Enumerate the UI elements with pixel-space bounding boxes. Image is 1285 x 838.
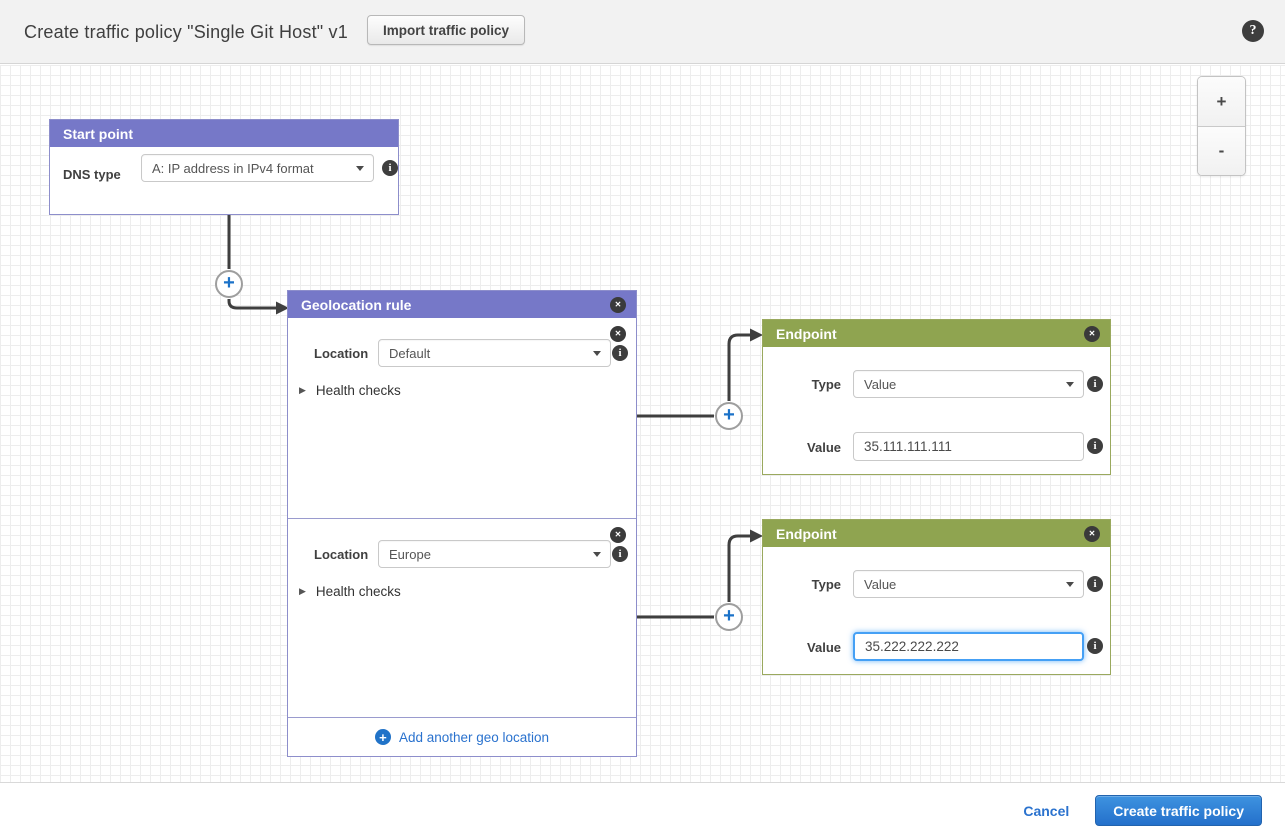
health-checks-toggle[interactable]: ▶ Health checks bbox=[299, 383, 401, 398]
close-icon[interactable]: ✕ bbox=[610, 296, 626, 313]
chevron-down-icon bbox=[1066, 582, 1074, 587]
zoom-in-button[interactable]: + bbox=[1198, 77, 1245, 126]
cancel-button[interactable]: Cancel bbox=[1023, 802, 1070, 819]
location-info-icon[interactable]: i bbox=[612, 345, 628, 361]
endpoint-type-select[interactable]: Value bbox=[853, 570, 1084, 598]
dns-type-select[interactable]: A: IP address in IPv4 format bbox=[141, 154, 374, 182]
chevron-down-icon bbox=[1066, 382, 1074, 387]
import-traffic-policy-button[interactable]: Import traffic policy bbox=[367, 15, 526, 45]
location-info-icon[interactable]: i bbox=[612, 546, 628, 562]
endpoint-type-select[interactable]: Value bbox=[853, 370, 1084, 398]
close-icon[interactable]: ✕ bbox=[610, 326, 626, 342]
zoom-controls: + - bbox=[1197, 76, 1246, 176]
geo-section-default: ✕ Location Default i ▶ Health checks bbox=[288, 318, 636, 518]
add-endpoint-connector-button-1[interactable]: + bbox=[715, 402, 743, 430]
endpoint-value-input-focused[interactable] bbox=[853, 632, 1084, 661]
add-geo-location-button[interactable]: + Add another geo location bbox=[288, 717, 636, 756]
endpoint-body: Type Value i Value i bbox=[763, 347, 1110, 475]
zoom-out-button[interactable]: - bbox=[1198, 126, 1245, 175]
top-header-bar: Create traffic policy "Single Git Host" … bbox=[0, 0, 1285, 64]
footer-action-bar: Cancel Create traffic policy bbox=[0, 782, 1285, 838]
location-select[interactable]: Europe bbox=[378, 540, 611, 568]
endpoint-node-2: Endpoint ✕ Type Value i Value i bbox=[762, 519, 1111, 675]
add-geo-location-label: Add another geo location bbox=[398, 729, 550, 745]
health-checks-toggle[interactable]: ▶ Health checks bbox=[299, 584, 401, 599]
create-traffic-policy-button[interactable]: Create traffic policy bbox=[1095, 795, 1262, 826]
page-title: Create traffic policy "Single Git Host" … bbox=[24, 22, 348, 42]
endpoint-value-input[interactable] bbox=[853, 432, 1084, 461]
value-info-icon[interactable]: i bbox=[1087, 438, 1103, 454]
location-label: Location bbox=[314, 547, 369, 562]
close-icon[interactable]: ✕ bbox=[610, 527, 626, 543]
value-info-icon[interactable]: i bbox=[1087, 638, 1103, 654]
health-checks-label: Health checks bbox=[315, 584, 401, 599]
health-checks-label: Health checks bbox=[315, 383, 401, 398]
location-select[interactable]: Default bbox=[378, 339, 611, 367]
type-label: Type bbox=[811, 577, 841, 592]
type-info-icon[interactable]: i bbox=[1087, 376, 1103, 392]
import-button-label: Import traffic policy bbox=[383, 22, 510, 38]
location-selected-value: Europe bbox=[389, 546, 431, 562]
type-info-icon[interactable]: i bbox=[1087, 576, 1103, 592]
start-point-header: Start point bbox=[50, 120, 398, 147]
geolocation-rule-title: Geolocation rule bbox=[301, 296, 412, 313]
chevron-down-icon bbox=[593, 552, 601, 557]
endpoint-title: Endpoint bbox=[776, 325, 837, 342]
endpoint-title: Endpoint bbox=[776, 525, 837, 542]
location-label: Location bbox=[314, 346, 369, 361]
plus-icon: + bbox=[374, 729, 391, 745]
endpoint-type-selected-value: Value bbox=[864, 576, 897, 592]
dns-type-info-icon[interactable]: i bbox=[382, 160, 398, 176]
start-point-node: Start point DNS type A: IP address in IP… bbox=[49, 119, 399, 215]
value-label: Value bbox=[807, 440, 841, 455]
geolocation-rule-header: Geolocation rule ✕ bbox=[288, 291, 636, 318]
value-label: Value bbox=[807, 640, 841, 655]
dns-type-selected-value: A: IP address in IPv4 format bbox=[152, 160, 314, 176]
chevron-down-icon bbox=[356, 166, 364, 171]
endpoint-body: Type Value i Value i bbox=[763, 547, 1110, 675]
endpoint-header: Endpoint ✕ bbox=[763, 520, 1110, 547]
start-point-body: DNS type A: IP address in IPv4 format i bbox=[50, 147, 398, 214]
endpoint-type-selected-value: Value bbox=[864, 376, 897, 392]
close-icon[interactable]: ✕ bbox=[1084, 325, 1100, 342]
chevron-right-icon: ▶ bbox=[299, 586, 306, 596]
create-button-label: Create traffic policy bbox=[1113, 802, 1244, 819]
add-rule-connector-button[interactable]: + bbox=[215, 270, 243, 298]
endpoint-header: Endpoint ✕ bbox=[763, 320, 1110, 347]
location-selected-value: Default bbox=[389, 345, 431, 361]
close-icon[interactable]: ✕ bbox=[1084, 525, 1100, 542]
geolocation-rule-node: Geolocation rule ✕ ✕ Location Default i bbox=[287, 290, 637, 757]
type-label: Type bbox=[811, 377, 841, 392]
add-endpoint-connector-button-2[interactable]: + bbox=[715, 603, 743, 631]
help-icon[interactable]: ? bbox=[1242, 20, 1264, 42]
dns-type-label: DNS type bbox=[63, 167, 121, 182]
policy-canvas[interactable]: + + + + - Start point DNS type A: IP bbox=[0, 65, 1285, 782]
geo-section-europe: ✕ Location Europe i ▶ Health checks bbox=[288, 518, 636, 718]
chevron-right-icon: ▶ bbox=[299, 385, 306, 395]
endpoint-node-1: Endpoint ✕ Type Value i Value i bbox=[762, 319, 1111, 475]
start-point-title: Start point bbox=[63, 125, 133, 142]
chevron-down-icon bbox=[593, 351, 601, 356]
